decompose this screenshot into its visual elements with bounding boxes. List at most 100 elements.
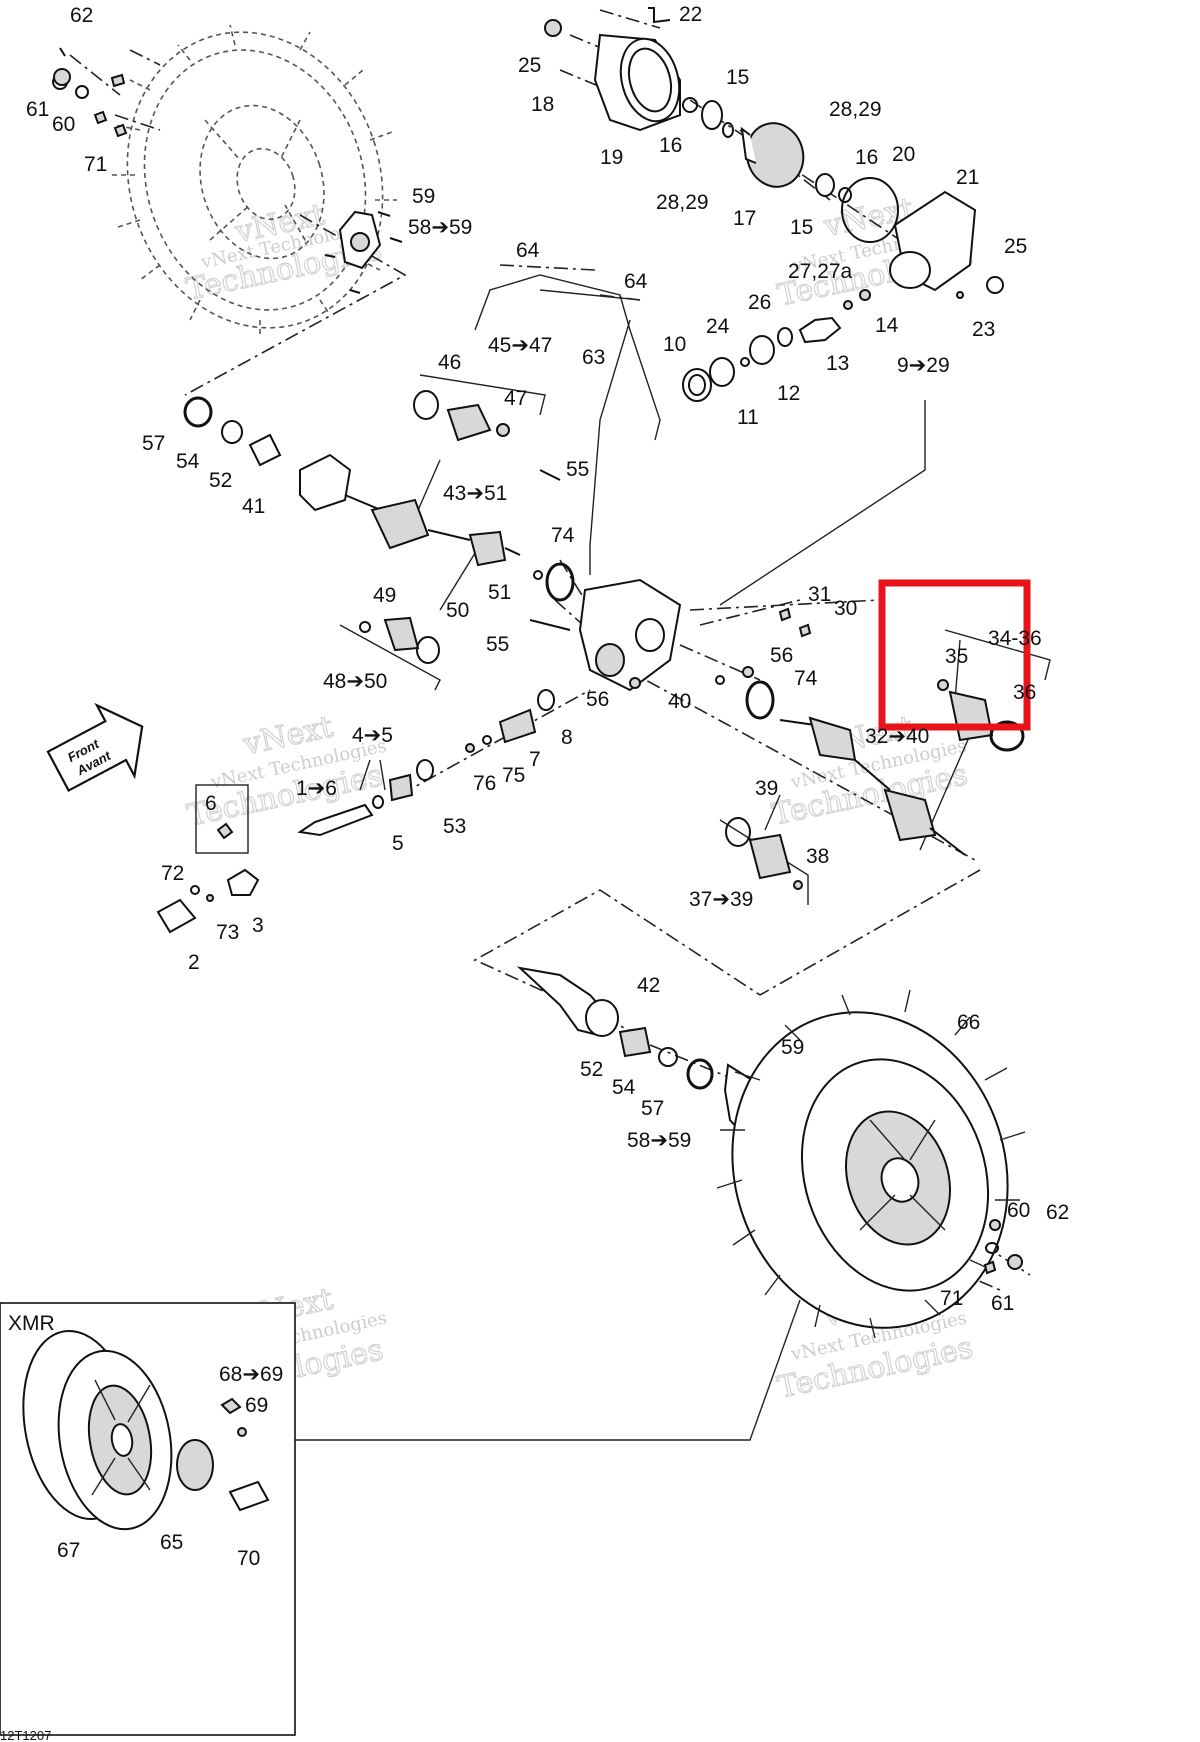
callout-41[interactable]: 41	[242, 495, 265, 518]
callout-54-lower[interactable]: 54	[612, 1076, 636, 1099]
callout-75[interactable]: 75	[502, 764, 525, 787]
callout-74-right[interactable]: 74	[794, 667, 818, 690]
callout-9-29[interactable]: 9➔29	[897, 354, 950, 377]
callout-55-lower[interactable]: 55	[486, 633, 509, 656]
callout-40[interactable]: 40	[668, 690, 691, 713]
callout-50[interactable]: 50	[446, 599, 469, 622]
callout-12[interactable]: 12	[777, 382, 800, 405]
callout-61[interactable]: 61	[26, 98, 49, 121]
callout-25[interactable]: 25	[518, 54, 541, 77]
callout-68-69[interactable]: 68➔69	[219, 1363, 283, 1386]
callout-25-right[interactable]: 25	[1004, 235, 1027, 258]
callout-62[interactable]: 62	[70, 4, 93, 27]
callout-16[interactable]: 16	[659, 134, 682, 157]
callout-47[interactable]: 47	[504, 387, 527, 410]
callout-66[interactable]: 66	[957, 1011, 980, 1034]
callout-18[interactable]: 18	[531, 93, 554, 116]
callout-15[interactable]: 15	[726, 66, 749, 89]
callout-19[interactable]: 19	[600, 146, 623, 169]
callout-23[interactable]: 23	[972, 318, 995, 341]
callout-52-lower[interactable]: 52	[580, 1058, 603, 1081]
callout-48-50[interactable]: 48➔50	[323, 670, 387, 693]
front-differential	[529, 469, 812, 692]
callout-63[interactable]: 63	[582, 346, 605, 369]
front-direction-arrow: Front Avant	[46, 702, 144, 793]
callout-24[interactable]: 24	[706, 315, 730, 338]
callout-64[interactable]: 64	[516, 239, 540, 262]
callout-10[interactable]: 10	[663, 333, 686, 356]
callout-74[interactable]: 74	[551, 524, 575, 547]
wheel-bottom-right	[716, 989, 1026, 1339]
callout-60[interactable]: 60	[52, 113, 75, 136]
callout-1-6[interactable]: 1➔6	[296, 777, 337, 800]
callout-45-47[interactable]: 45➔47	[488, 334, 552, 357]
callout-11[interactable]: 11	[737, 406, 759, 429]
callout-2[interactable]: 2	[188, 951, 200, 974]
drawing-code: 12T1207	[0, 1728, 51, 1742]
callout-53[interactable]: 53	[443, 815, 466, 838]
callout-39[interactable]: 39	[755, 777, 778, 800]
callout-71-lower[interactable]: 71	[940, 1287, 963, 1310]
callout-71[interactable]: 71	[84, 153, 107, 176]
callout-52[interactable]: 52	[209, 469, 232, 492]
callout-30[interactable]: 30	[834, 597, 857, 620]
callout-36[interactable]: 36	[1013, 681, 1036, 704]
callout-54[interactable]: 54	[176, 450, 200, 473]
callout-37-39[interactable]: 37➔39	[689, 888, 753, 911]
callout-56-lower[interactable]: 56	[586, 688, 609, 711]
callout-15-lower[interactable]: 15	[790, 216, 813, 239]
callout-6[interactable]: 6	[205, 792, 217, 815]
callout-58-59-lower[interactable]: 58➔59	[627, 1129, 691, 1152]
callout-27-27a[interactable]: 27,27a	[788, 260, 853, 283]
callout-57-lower[interactable]: 57	[641, 1097, 664, 1120]
callout-3[interactable]: 3	[252, 914, 264, 937]
callout-57[interactable]: 57	[142, 432, 165, 455]
callout-28-29-lower[interactable]: 28,29	[656, 191, 709, 214]
callout-64-right[interactable]: 64	[624, 270, 648, 293]
callout-65[interactable]: 65	[160, 1531, 183, 1554]
callout-73[interactable]: 73	[216, 921, 239, 944]
phantom-wheel-top-left	[110, 24, 397, 338]
leader-lines	[295, 274, 971, 1441]
callout-34-36[interactable]: 34-36	[988, 627, 1042, 650]
callout-61-lower[interactable]: 61	[991, 1292, 1014, 1315]
callout-28-29[interactable]: 28,29	[829, 98, 882, 121]
callout-21[interactable]: 21	[956, 166, 979, 189]
callout-22[interactable]: 22	[679, 3, 702, 26]
callout-60-lower[interactable]: 60	[1007, 1199, 1030, 1222]
callout-58-59[interactable]: 58➔59	[408, 216, 472, 239]
callout-38[interactable]: 38	[806, 845, 829, 868]
propeller-shaft	[156, 689, 555, 934]
callout-69[interactable]: 69	[245, 1394, 268, 1417]
callout-16-right[interactable]: 16	[855, 146, 878, 169]
callout-20[interactable]: 20	[892, 143, 915, 166]
callout-26[interactable]: 26	[748, 291, 771, 314]
callout-56[interactable]: 56	[770, 644, 793, 667]
callout-49[interactable]: 49	[373, 584, 396, 607]
callout-labels: 62 61 60 71 59 58➔59 22 25 18 19 16 15 2…	[26, 3, 1069, 1570]
callout-51[interactable]: 51	[488, 581, 511, 604]
callout-14[interactable]: 14	[875, 314, 899, 337]
callout-46[interactable]: 46	[438, 351, 461, 374]
callout-32-40[interactable]: 32➔40	[865, 725, 929, 748]
callout-55[interactable]: 55	[566, 458, 589, 481]
callout-13[interactable]: 13	[826, 352, 849, 375]
callout-17[interactable]: 17	[733, 207, 756, 230]
callout-59-lower[interactable]: 59	[781, 1036, 804, 1059]
callout-70[interactable]: 70	[237, 1547, 260, 1570]
xmr-inset: XMR	[0, 1302, 296, 1736]
callout-62-lower[interactable]: 62	[1046, 1201, 1069, 1224]
callout-76[interactable]: 76	[473, 772, 496, 795]
callout-43-51[interactable]: 43➔51	[443, 482, 507, 505]
callout-4-5[interactable]: 4➔5	[352, 724, 393, 747]
callout-7[interactable]: 7	[529, 748, 541, 771]
callout-8[interactable]: 8	[561, 726, 573, 749]
callout-42[interactable]: 42	[637, 974, 660, 997]
callout-67[interactable]: 67	[57, 1539, 80, 1562]
callout-72[interactable]: 72	[161, 862, 184, 885]
callout-31[interactable]: 31	[808, 583, 831, 606]
callout-5[interactable]: 5	[392, 832, 404, 855]
callout-35[interactable]: 35	[945, 645, 968, 668]
callout-59[interactable]: 59	[412, 185, 435, 208]
